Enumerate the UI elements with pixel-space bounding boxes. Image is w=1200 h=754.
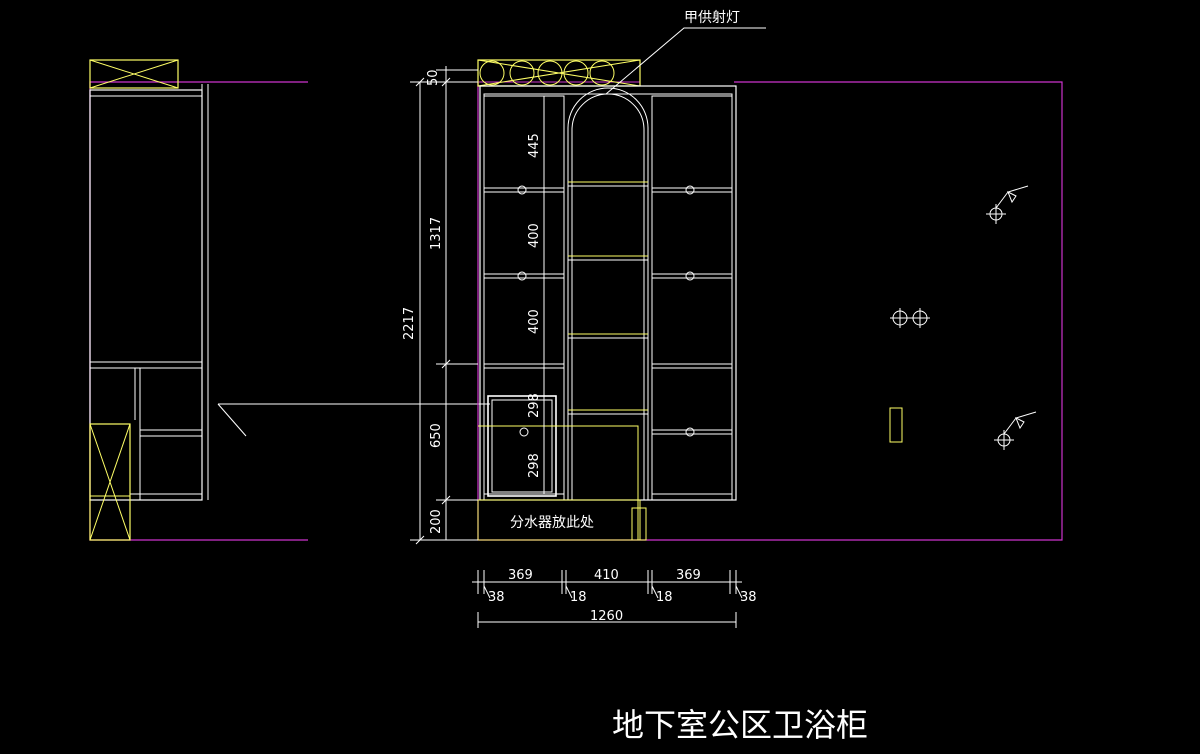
- dim-400a: 400: [527, 223, 542, 248]
- distributor-post: [631, 507, 647, 541]
- side-bottom-box: [89, 423, 131, 541]
- water-distributor-label: 分水器放此处: [510, 515, 594, 531]
- dim-1260: 1260: [590, 609, 623, 624]
- dim-50: 50: [426, 69, 441, 86]
- vertical-dims-text: 50 2217 1317 650 200 445 400 400 298 298: [402, 69, 542, 534]
- dim-1317: 1317: [429, 217, 444, 250]
- wall-lamp-top: [986, 185, 1029, 224]
- drawing-title: 地下室公区卫浴柜: [612, 706, 868, 744]
- spotlight-label: 甲供射灯: [684, 10, 740, 26]
- dim-38b: 38: [740, 590, 757, 605]
- side-elevation: [89, 59, 490, 541]
- side-pipe-diag: [217, 403, 247, 437]
- distributor-zone: [478, 425, 639, 540]
- side-top-cross-2: [89, 59, 179, 89]
- faucet-pair: [890, 308, 930, 328]
- horizontal-dims-text: 369 410 369 38 18 18 38 1260: [488, 568, 757, 624]
- dim-38a: 38: [488, 590, 505, 605]
- front-cabinet-inner: [483, 93, 733, 501]
- side-top-box: [89, 59, 179, 89]
- dim-410: 410: [594, 568, 619, 583]
- wall-switch: [889, 407, 903, 443]
- right-knob-3: [685, 427, 695, 437]
- wall-lamp-bottom: [994, 411, 1037, 450]
- left-knob-2: [517, 271, 527, 281]
- water-box-inner: [491, 399, 553, 493]
- dim-2217: 2217: [402, 307, 417, 340]
- side-cabinet-body: [89, 89, 203, 501]
- front-wall-outline: [477, 81, 1063, 541]
- left-knob-3: [519, 427, 529, 437]
- spotlight-circle-2: [509, 60, 535, 86]
- horizontal-dims-lines: [472, 570, 743, 628]
- dim-400b: 400: [527, 309, 542, 334]
- spotlight-circle-4: [563, 60, 589, 86]
- right-column: [651, 95, 733, 501]
- spotlight-leader: [605, 27, 766, 95]
- dim-369b: 369: [676, 568, 701, 583]
- dim-298a: 298: [527, 393, 542, 418]
- left-knob-1: [517, 185, 527, 195]
- wall-fixtures: [889, 185, 1037, 450]
- dim-18b: 18: [656, 590, 673, 605]
- dim-650: 650: [429, 423, 444, 448]
- dim-200: 200: [429, 509, 444, 534]
- front-cabinet-frame: [479, 85, 737, 501]
- side-bottom-cross-2: [89, 423, 131, 541]
- side-wall-outline: [89, 81, 308, 541]
- water-box: [487, 395, 557, 497]
- dim-369a: 369: [508, 568, 533, 583]
- dim-298b: 298: [527, 453, 542, 478]
- spotlight-circle-5: [589, 60, 615, 86]
- spotlight-circle-1: [479, 60, 505, 86]
- right-knob-2: [685, 271, 695, 281]
- front-elevation: [477, 27, 1063, 541]
- dim-445: 445: [527, 133, 542, 158]
- vertical-dims-lines: [410, 66, 545, 545]
- middle-arch: [567, 87, 649, 500]
- dim-18a: 18: [570, 590, 587, 605]
- right-knob-1: [685, 185, 695, 195]
- middle-arch-inner: [571, 93, 645, 500]
- spotlight-cross-2: [477, 59, 641, 87]
- distributor-base: [477, 499, 641, 541]
